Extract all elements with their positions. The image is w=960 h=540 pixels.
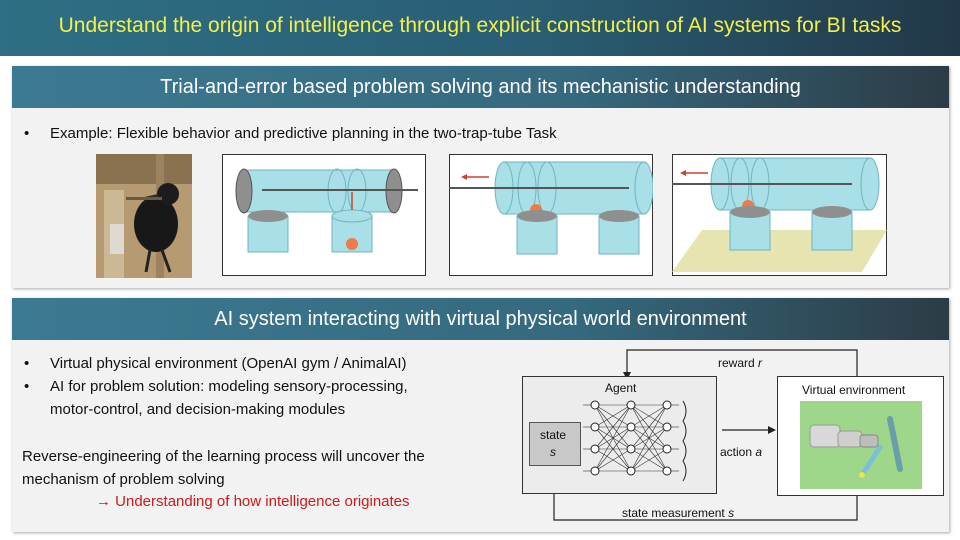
bullet-text: motor-control, and decision-making modul… (50, 401, 346, 418)
measurement-symbol: s (728, 506, 735, 520)
state-measurement-label: state measurement s (622, 506, 735, 520)
panel-ai-system: AI system interacting with virtual physi… (12, 298, 949, 532)
panel-header: AI system interacting with virtual physi… (12, 298, 949, 340)
crow-photo (96, 154, 192, 278)
panel-heading: AI system interacting with virtual physi… (214, 308, 747, 330)
trap-tube-illustration (672, 154, 887, 276)
panel-trial-error: Trial-and-error based problem solving an… (12, 66, 949, 288)
neural-network-icon (583, 400, 687, 482)
panel-header: Trial-and-error based problem solving an… (12, 66, 949, 108)
state-box: state s (529, 422, 581, 466)
bullet-text: Virtual physical environment (OpenAI gym… (50, 355, 407, 372)
paragraph-line: Reverse-engineering of the learning proc… (22, 448, 425, 465)
environment-box: Virtual environment (777, 376, 944, 496)
bullet-dot-icon: • (24, 125, 30, 142)
agent-label: Agent (605, 381, 637, 395)
conclusion-text: → Understanding of how intelligence orig… (96, 493, 410, 510)
bullet-text: Example: Flexible behavior and predictiv… (50, 125, 557, 142)
title-bar: Understand the origin of intelligence th… (0, 0, 960, 56)
panel-heading: Trial-and-error based problem solving an… (160, 76, 801, 98)
trap-tube-illustration (222, 154, 426, 276)
state-label: state (540, 428, 567, 442)
action-label: action a (720, 445, 763, 459)
bullet-dot-icon: • (24, 355, 30, 372)
paragraph: Reverse-engineering of the learning proc… (22, 445, 425, 491)
bullet-text: AI for problem solution: modeling sensor… (50, 378, 408, 395)
environment-label: Virtual environment (802, 383, 906, 397)
agent-box: Agent state s (522, 376, 717, 494)
state-symbol: s (550, 445, 556, 459)
robot-arm-render (800, 401, 922, 489)
action-symbol: a (755, 445, 763, 459)
paragraph-line: mechanism of problem solving (22, 471, 225, 488)
bullet-dot-icon: • (24, 378, 30, 395)
slide-title: Understand the origin of intelligence th… (58, 14, 902, 37)
reward-symbol: r (758, 356, 763, 370)
trap-tube-illustration (449, 154, 653, 276)
reward-label: reward r (718, 356, 763, 370)
